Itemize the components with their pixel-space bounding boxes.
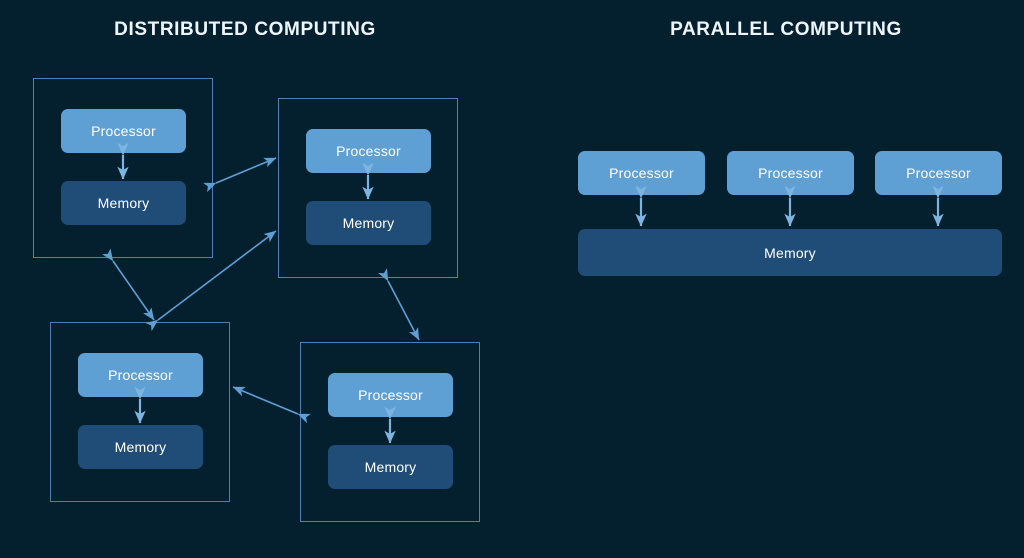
link-node-1-to-node-2: [203, 157, 277, 193]
parallel-processor-2: Processor: [727, 151, 854, 195]
node-1-memory: Memory: [61, 181, 186, 225]
distributed-computing-title: DISTRIBUTED COMPUTING: [114, 19, 376, 40]
node-2-processor: Processor: [306, 129, 431, 173]
node-1-processor: Processor: [61, 109, 186, 153]
distributed-node-3: [50, 322, 230, 502]
parallel-computing-title: PARALLEL COMPUTING: [670, 19, 902, 40]
node-3-processor: Processor: [78, 353, 203, 397]
node-4-processor: Processor: [328, 373, 453, 417]
parallel-processor-1: Processor: [578, 151, 705, 195]
node-2-memory: Memory: [306, 201, 431, 245]
parallel-processor-3: Processor: [875, 151, 1002, 195]
distributed-node-1: [33, 78, 213, 258]
link-node-4-to-node-3: [232, 386, 311, 424]
node-4-memory: Memory: [328, 445, 453, 489]
distributed-node-2: [278, 98, 458, 278]
link-node-2-to-node-4: [377, 268, 420, 341]
node-3-memory: Memory: [78, 425, 203, 469]
parallel-shared-memory: Memory: [578, 229, 1002, 276]
link-node-1-to-node-3: [102, 248, 155, 321]
distributed-node-4: [300, 342, 480, 522]
parallel-memory-buses: [635, 185, 944, 227]
